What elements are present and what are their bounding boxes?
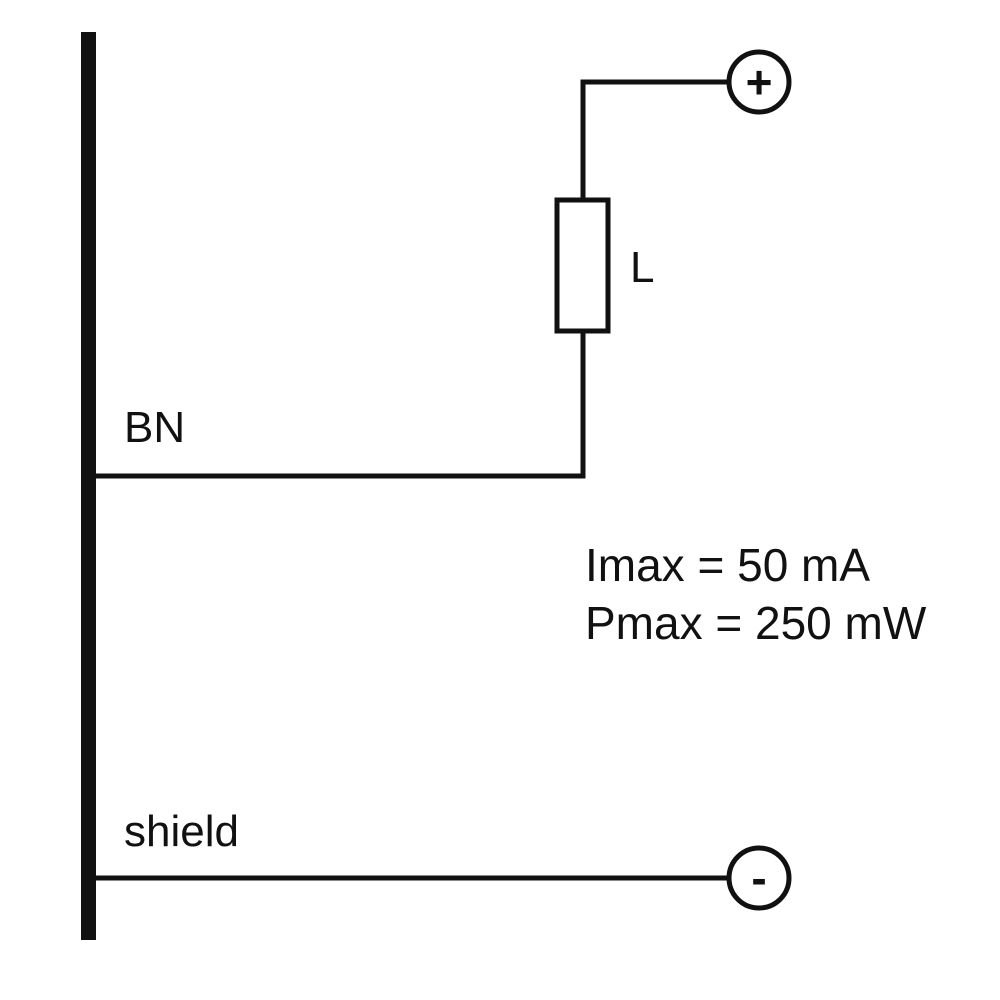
bn-label: BN [124, 403, 186, 452]
load-label: L [630, 243, 655, 292]
negative-terminal-sign: - [751, 852, 766, 904]
bn-wire [96, 333, 586, 479]
pmax-spec: Pmax = 250 mW [585, 597, 927, 649]
cable-bus-bar [81, 32, 96, 940]
minus-terminal-icon: - [726, 845, 792, 911]
imax-spec: Imax = 50 mA [585, 539, 871, 591]
load-to-positive-wire [580, 79, 727, 198]
plus-terminal-icon: + [726, 49, 792, 115]
shield-label: shield [124, 807, 239, 856]
resistor-icon [554, 197, 611, 334]
positive-terminal-sign: + [746, 56, 773, 108]
